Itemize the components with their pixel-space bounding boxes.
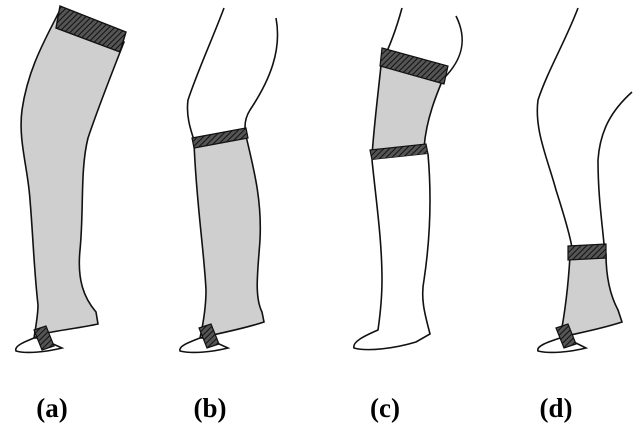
- thigh-outline-b: [187, 8, 224, 140]
- ankle-band-d: [568, 244, 606, 260]
- stocking-a-fill: [21, 10, 124, 338]
- leg-b-knee-high: [180, 8, 278, 352]
- stocking-b: [194, 136, 264, 338]
- leg-outline-d: [537, 8, 578, 248]
- leg-a-thigh-high: [16, 6, 126, 352]
- leg-d-ankle-sleeve: [537, 8, 632, 352]
- panel-label-a: (a): [22, 393, 82, 423]
- panel-label-c: (c): [355, 393, 415, 423]
- thigh-outline-b2: [245, 18, 278, 134]
- leg-c-knee-sleeve: [354, 8, 462, 350]
- sleeve-d: [560, 254, 622, 338]
- panel-label-d: (d): [526, 393, 586, 423]
- lower-leg-c: [354, 154, 430, 350]
- leg-outline-d2: [598, 92, 632, 244]
- panel-label-b: (b): [180, 393, 240, 423]
